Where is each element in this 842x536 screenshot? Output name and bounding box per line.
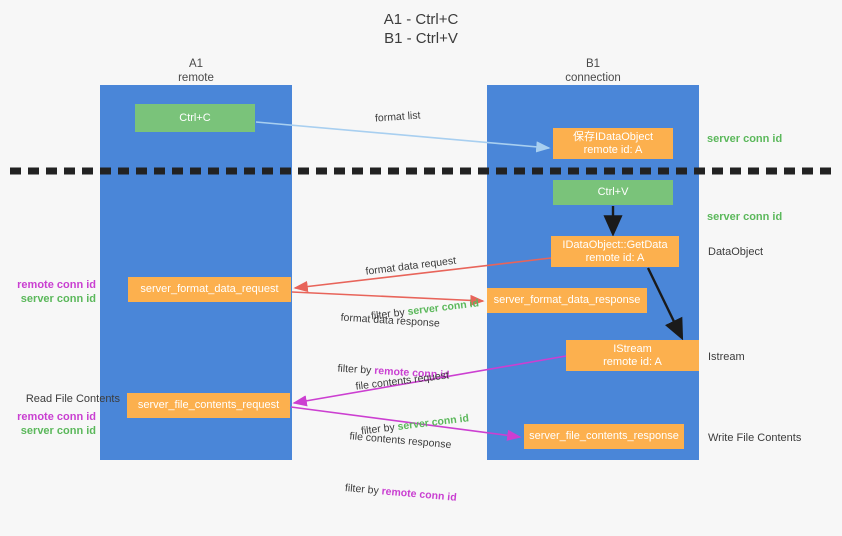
label-conn-ids-upper: remote conn id server conn id: [8, 278, 96, 306]
arrow-label-file-contents-response-text: file contents response: [348, 430, 452, 452]
page-title: A1 - Ctrl+C B1 - Ctrl+V: [383, 11, 459, 47]
lane-header-a1: A1 remote: [100, 57, 292, 85]
arrow-label-file-contents-response: file contents response filter by remote …: [342, 399, 465, 535]
box-ctrl-v[interactable]: Ctrl+V: [553, 180, 673, 205]
label-istream: Istream: [708, 351, 745, 363]
box-ctrl-c[interactable]: Ctrl+C: [135, 104, 255, 132]
arrow-label-file-contents-request-text: file contents request: [354, 369, 450, 393]
box-idataobject-getdata[interactable]: IDataObject::GetData remote id: A: [551, 236, 679, 267]
box-idataobject[interactable]: 保存IDataObject remote id: A: [553, 128, 673, 159]
label-read-file-contents: Read File Contents: [25, 393, 120, 405]
label-server-conn-id-top: server conn id: [707, 133, 783, 145]
box-server-format-data-response[interactable]: server_format_data_response: [487, 288, 647, 313]
diagram-canvas: A1 - Ctrl+C B1 - Ctrl+V A1 remote B1 conne…: [8, 11, 832, 504]
filter-value-remote-conn-id-2: remote conn id: [381, 485, 458, 504]
arrow-label-format-list: format list: [374, 109, 421, 125]
box-server-format-data-request[interactable]: server_format_data_request: [128, 277, 291, 302]
lane-a1-sub: remote: [178, 72, 214, 84]
label-write-file-contents: Write File Contents: [708, 432, 802, 444]
arrow-label-format-data-request-text: format data request: [364, 254, 457, 278]
label-conn-ids-lower: remote conn id server conn id: [8, 410, 96, 438]
box-istream[interactable]: IStream remote id: A: [566, 340, 699, 371]
label-dataobject: DataObject: [708, 246, 764, 258]
label-server-conn-id-mid: server conn id: [707, 211, 783, 223]
arrow-label-format-data-response-text: format data response: [340, 311, 441, 330]
lane-header-b1: B1 connection: [487, 57, 699, 85]
box-server-file-contents-request[interactable]: server_file_contents_request: [127, 393, 290, 418]
lane-b1-sub: connection: [565, 72, 621, 84]
lane-b1-name: B1: [585, 58, 601, 70]
label-server-conn-id-upper: server conn id: [20, 293, 96, 305]
lane-a1-name: A1: [188, 58, 204, 70]
label-remote-conn-id-lower: remote conn id: [17, 411, 96, 423]
box-server-file-contents-response[interactable]: server_file_contents_response: [524, 424, 684, 449]
label-server-conn-id-lower: server conn id: [20, 425, 96, 437]
label-remote-conn-id-upper: remote conn id: [17, 279, 96, 291]
